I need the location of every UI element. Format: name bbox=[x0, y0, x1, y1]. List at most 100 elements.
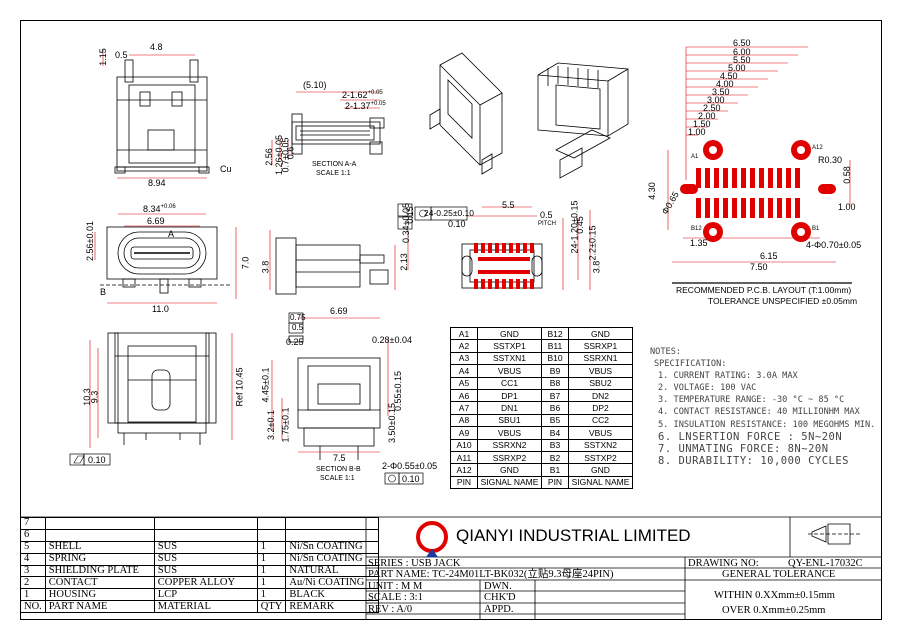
drawing-no-value: QY-ENL-17032C bbox=[788, 558, 863, 569]
dwn-field: DWN. bbox=[484, 581, 512, 592]
dim-side-015: 0.15 bbox=[404, 206, 415, 224]
side-view bbox=[275, 237, 389, 295]
bom-cell bbox=[153, 528, 258, 542]
rev-field: REV : A/0 bbox=[368, 604, 413, 615]
dim-pitch-38: 3.8 bbox=[591, 260, 602, 274]
bom-cell: NO. bbox=[20, 600, 46, 614]
dim-lower-010: 0.10 bbox=[88, 455, 106, 465]
bom-cell: 3 bbox=[20, 564, 46, 578]
dim-secb-669: 6.69 bbox=[330, 306, 348, 316]
dim-front-834: 8.34+0.06 bbox=[143, 204, 176, 214]
bom-cell: SHIELDING PLATE bbox=[44, 564, 155, 578]
dim-top-115: 1.15 bbox=[97, 48, 108, 66]
bom-cell: SUS bbox=[153, 552, 258, 566]
note-item: 3. TEMPERATURE RANGE: -30 °C ~ 85 °C bbox=[658, 395, 845, 406]
bom-cell: 1 bbox=[20, 588, 46, 602]
pcb-layout-tolerance: TOLERANCE UNSPECIFIED ±0.05mm bbox=[708, 296, 858, 306]
pcb-label-750: 7.50 bbox=[750, 262, 768, 272]
bom-cell: BLACK bbox=[285, 588, 380, 602]
signal-name: SBU2 bbox=[568, 376, 633, 390]
bom-cell bbox=[44, 517, 155, 530]
section-a-title: SECTION A-A bbox=[312, 161, 357, 168]
section-b-scale: SCALE 1:1 bbox=[320, 475, 355, 482]
top-view bbox=[114, 59, 210, 174]
bom-cell: Ni/Sn COATING bbox=[285, 540, 380, 554]
dim-top-width: 4.8 bbox=[150, 42, 163, 52]
bom-cell: SHELL bbox=[44, 540, 155, 554]
bom-cell bbox=[44, 528, 155, 542]
bom-cell: CONTACT bbox=[44, 576, 155, 590]
bom-cell: 2 bbox=[20, 576, 46, 590]
signal-name: VBUS bbox=[477, 364, 542, 378]
signal-name: DP2 bbox=[568, 401, 633, 415]
column-header: PIN bbox=[541, 475, 569, 490]
dim-side-38: 3.8 bbox=[260, 260, 271, 274]
isometric-sketches bbox=[429, 52, 629, 179]
dim-secb-350: 3.50±0.15 bbox=[386, 403, 397, 443]
pcb-dim-550: 5.50 bbox=[733, 55, 751, 65]
pcb-label-a1: A1 bbox=[691, 154, 699, 160]
signal-name: SSRXN2 bbox=[477, 438, 542, 452]
pcb-label-135: 1.35 bbox=[690, 238, 708, 248]
label-cu: Cu bbox=[220, 164, 232, 174]
signal-name: GND bbox=[568, 326, 633, 341]
pin-number: A4 bbox=[450, 364, 478, 378]
signal-name: DN2 bbox=[568, 388, 633, 403]
pin-number: B10 bbox=[541, 351, 569, 366]
bom-cell bbox=[256, 528, 287, 542]
bom-cell: 1 bbox=[256, 552, 287, 566]
pcb-label-hole: 4-Φ0.70±0.05 bbox=[806, 240, 862, 250]
bom-cell bbox=[285, 517, 380, 530]
pin-number: B3 bbox=[541, 438, 569, 452]
dim-front-70: 7.0 bbox=[240, 256, 251, 270]
pin-number: B8 bbox=[541, 376, 569, 390]
section-b-view bbox=[288, 335, 381, 460]
dim-side-213: 2.13 bbox=[398, 253, 409, 271]
bom-cell: NATURAL bbox=[285, 564, 380, 578]
pcb-dim-600: 6.00 bbox=[733, 47, 751, 57]
dim-pitch-05: 0.5 bbox=[540, 210, 553, 220]
signal-name: DP1 bbox=[477, 388, 542, 403]
bom-cell: 1 bbox=[256, 540, 287, 554]
signal-name: SSTXN1 bbox=[477, 351, 542, 366]
bom-cell: 6 bbox=[20, 528, 46, 542]
pin-number: B1 bbox=[541, 463, 569, 477]
bom-cell: 1 bbox=[256, 588, 287, 602]
bom-cell: 1 bbox=[256, 576, 287, 590]
bom-cell: SUS bbox=[153, 564, 258, 578]
bom-cell: Ni/Sn COATING bbox=[285, 552, 380, 566]
label-pitch: PITCH bbox=[538, 221, 556, 227]
pcb-dim-100: 1.00 bbox=[688, 127, 706, 137]
pcb-label-430: 4.30 bbox=[646, 182, 657, 200]
notes-spec: SPECIFICATION: bbox=[654, 359, 727, 370]
pin-number: B12 bbox=[541, 326, 569, 341]
signal-name: SSTXP1 bbox=[477, 339, 542, 353]
pin-number: A9 bbox=[450, 426, 478, 440]
note-item: 6. LNSERTION FORCE : 5N~20N bbox=[658, 430, 843, 443]
pcb-dim-200: 2.00 bbox=[698, 111, 716, 121]
bom-cell bbox=[285, 528, 380, 542]
dim-secb-445: 4.45±0.1 bbox=[260, 367, 271, 403]
dim-secb-ref1045: Ref 10.45 bbox=[234, 367, 245, 407]
dim-section-a-256: 2.56 bbox=[263, 148, 274, 166]
tolerance-within: WITHIN 0.XXmm±0.15mm bbox=[714, 590, 835, 601]
dim-secb-025: 0.25 bbox=[286, 337, 304, 347]
column-header: SIGNAL NAME bbox=[477, 475, 542, 490]
signal-name: GND bbox=[477, 326, 542, 341]
pin-number: A6 bbox=[450, 388, 478, 403]
dim-front-256: 2.56±0.01 bbox=[84, 221, 95, 261]
note-item: 8. DURABILITY: 10,000 CYCLES bbox=[658, 454, 850, 467]
dim-secb-05: 0.5 bbox=[292, 323, 304, 332]
signal-name: SSRXP2 bbox=[477, 450, 542, 465]
